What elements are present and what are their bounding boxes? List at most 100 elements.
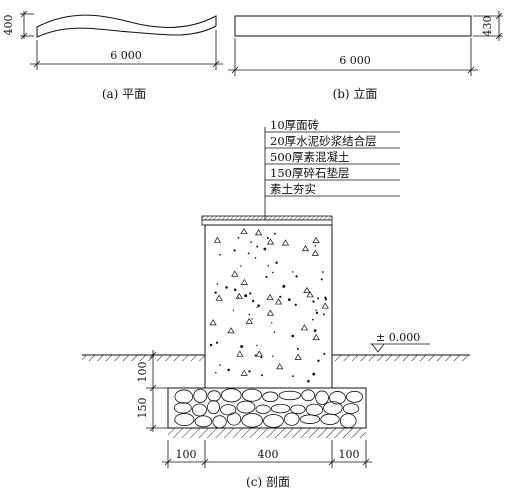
aggregate-triangle	[266, 294, 274, 301]
gravel-stone	[173, 402, 192, 414]
gravel-stone	[192, 403, 207, 417]
aggregate-triangle	[276, 363, 284, 370]
plan-width-label: 6 000	[110, 49, 142, 62]
aggregate-dot	[313, 329, 317, 333]
tile-layer	[201, 215, 333, 221]
aggregate-dot	[292, 271, 294, 273]
aggregate-dot	[256, 344, 258, 347]
gravel-stone	[236, 400, 256, 414]
aggregate-triangle	[255, 350, 263, 357]
aggregate-dot	[251, 299, 255, 303]
aggregate-dot	[282, 284, 286, 288]
aggregate-dot	[307, 379, 310, 383]
aggregate-dot	[256, 245, 259, 248]
aggregate-triangle	[255, 229, 263, 236]
plan-thickness-label: 400	[2, 15, 15, 36]
aggregate-triangle	[245, 317, 253, 324]
aggregate-dot	[237, 236, 240, 239]
aggregate-dot	[291, 334, 295, 338]
elevation-view: 430 6 000 (b) 立面	[228, 11, 503, 101]
gravel-stone	[329, 391, 346, 405]
aggregate-dot	[322, 313, 325, 316]
layer-label-gravel: 150厚碎石垫层	[270, 166, 349, 180]
aggregate-triangle	[240, 369, 248, 376]
aggregate-triangle	[303, 286, 311, 293]
gravel-stone	[342, 403, 360, 414]
gravel-stone	[290, 404, 306, 415]
aggregate-dot	[315, 311, 319, 315]
aggregate-dot	[311, 318, 314, 321]
aggregate-dot	[257, 304, 260, 307]
aggregate-dot	[323, 352, 326, 355]
aggregate-dot	[209, 343, 213, 347]
gravel-stone	[301, 389, 316, 402]
aggregate-dot	[266, 236, 269, 239]
dim-gravel-label: 150	[136, 398, 149, 419]
gravel-stone	[174, 389, 194, 404]
aggregate-dot	[265, 275, 268, 279]
aggregate-dot	[256, 306, 258, 309]
aggregate-dot	[248, 370, 251, 373]
aggregate-dot	[233, 288, 237, 292]
aggregate-triangle	[227, 327, 235, 334]
layer-label-tile: 10厚面砖	[270, 118, 320, 132]
section-caption: (c) 剖面	[246, 475, 290, 489]
section-vertical-dimensions	[146, 350, 170, 432]
aggregate-triangle	[266, 238, 275, 245]
gravel-stone	[226, 412, 242, 426]
gravel-stone	[262, 391, 279, 403]
layer-label-soil: 素土夯实	[270, 182, 316, 196]
aggregate-dot	[254, 257, 257, 259]
aggregate-triangle	[306, 291, 314, 298]
aggregate-dot	[272, 355, 274, 358]
aggregate-triangle	[311, 249, 319, 256]
aggregate-dot	[260, 374, 263, 377]
aggregate-triangle	[231, 270, 239, 277]
concrete-body	[204, 224, 333, 389]
aggregate-dot	[248, 313, 250, 316]
compacted-soil-hatch	[168, 428, 366, 438]
aggregate-triangle	[312, 334, 320, 341]
aggregate-dot	[240, 265, 242, 267]
plan-thickness-dimension	[20, 10, 34, 40]
aggregate-dot	[233, 249, 236, 252]
aggregate-dot	[254, 354, 257, 357]
aggregate-dot	[272, 271, 274, 274]
gravel-stone	[346, 390, 364, 403]
gravel-stone	[263, 414, 284, 428]
aggregate-dot	[271, 322, 273, 324]
aggregate-dot	[250, 241, 252, 243]
ground-right	[332, 354, 470, 361]
aggregate-dot	[287, 298, 291, 302]
aggregate-dot	[227, 368, 230, 372]
layer-label-concrete: 500厚素混凝土	[270, 150, 349, 164]
aggregate-dot	[317, 297, 320, 300]
aggregate-triangle	[215, 294, 223, 301]
gravel-stone	[207, 390, 221, 402]
aggregate-dot	[315, 309, 317, 311]
aggregate-triangle	[235, 292, 243, 299]
aggregate-dot	[275, 261, 278, 264]
aggregate-triangle	[236, 350, 244, 357]
level-mark	[370, 343, 430, 353]
aggregate-dot	[273, 232, 276, 235]
gravel-stone	[207, 400, 220, 415]
elevation-caption: (b) 立面	[333, 86, 378, 101]
aggregate-triangle	[321, 302, 329, 309]
aggregate-dot	[225, 286, 228, 289]
ground-left	[82, 354, 205, 361]
aggregate-dot	[324, 298, 328, 301]
gravel-stone	[241, 388, 263, 402]
aggregate-dot	[249, 292, 252, 295]
gravel-stone	[255, 404, 271, 414]
aggregate-dot	[232, 309, 235, 311]
aggregate-dot	[312, 372, 316, 376]
elevation-height-label: 430	[481, 16, 494, 37]
gravel-stone	[194, 415, 213, 428]
aggregate-dot	[317, 359, 320, 362]
gravel-stone	[283, 412, 300, 426]
aggregate-dot	[216, 283, 219, 285]
aggregate-dot	[260, 356, 263, 359]
aggregate-dot	[215, 372, 217, 374]
aggregate-dot	[215, 341, 219, 344]
